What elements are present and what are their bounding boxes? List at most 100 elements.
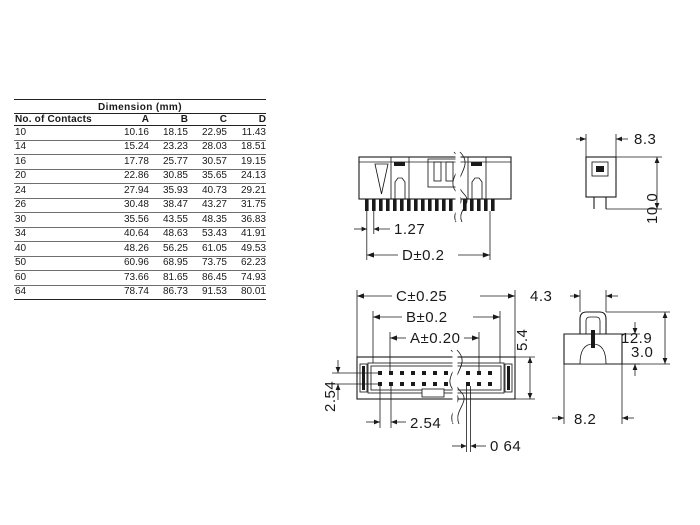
cell-a: 22.86 — [110, 169, 149, 184]
top-outer-body — [356, 356, 516, 400]
cell-d: 29.21 — [227, 183, 266, 199]
dimension-pitch-1-27: 1.27 — [354, 211, 425, 238]
cell-d: 74.93 — [227, 270, 266, 286]
cell-c: 53.43 — [188, 227, 227, 242]
dimension-table-container: Dimension (mm) No. of Contacts A B C D 1… — [14, 99, 266, 300]
dimension-row-pitch: 2.54 — [322, 360, 380, 412]
cell-b: 86.73 — [149, 285, 188, 300]
cell-a: 35.56 — [110, 212, 149, 228]
dimension-post-width: 4.3 — [530, 288, 618, 312]
cell-d: 24.13 — [227, 169, 266, 184]
dimension-label-depth: 5.4 — [514, 329, 531, 351]
cell-a: 73.66 — [110, 270, 149, 286]
side-top-window — [591, 161, 609, 177]
table-row: 10 10.16 18.15 22.95 11.43 — [14, 125, 266, 141]
side-view-bottom: 4.3 12.9 3.0 8. — [530, 288, 670, 428]
cell-d: 49.53 — [227, 241, 266, 257]
cell-contacts: 50 — [14, 256, 110, 271]
cell-a: 27.94 — [110, 183, 149, 199]
top-latch-left — [359, 363, 368, 393]
cell-b: 25.77 — [149, 154, 188, 170]
cell-contacts: 20 — [14, 169, 110, 184]
dimension-col-pitch: 2.54 — [366, 386, 441, 432]
cell-b: 68.95 — [149, 256, 188, 271]
cell-c: 22.95 — [188, 125, 227, 141]
cell-b: 43.55 — [149, 212, 188, 228]
cell-d: 31.75 — [227, 198, 266, 213]
table-title-row: Dimension (mm) — [14, 102, 266, 114]
cell-c: 28.03 — [188, 140, 227, 155]
cell-c: 86.45 — [188, 270, 227, 286]
cell-a: 48.26 — [110, 241, 149, 257]
top-latch-right — [504, 363, 513, 393]
table-row: 40 48.26 56.25 61.05 49.53 — [14, 241, 266, 257]
cell-c: 73.75 — [188, 256, 227, 271]
center-block-slot-left — [433, 161, 442, 182]
latch-right-slot — [471, 162, 482, 166]
dimension-side-width: 8.3 — [576, 131, 656, 157]
cell-contacts: 10 — [14, 125, 110, 141]
dimension-label-front-width: D±0.2 — [402, 247, 444, 264]
table-row: 60 73.66 81.65 86.45 74.93 — [14, 270, 266, 286]
cell-b: 81.65 — [149, 270, 188, 286]
dimension-pin-size: 0 64 — [452, 386, 521, 455]
dimension-label-post-width: 4.3 — [530, 288, 552, 305]
cell-contacts: 16 — [14, 154, 110, 170]
table-row: 50 60.96 68.95 73.75 62.23 — [14, 256, 266, 271]
top-break-line — [449, 349, 465, 425]
front-view: 1.27 D±0.2 — [354, 151, 512, 264]
side-top-window-fill — [596, 166, 604, 172]
cell-b: 30.85 — [149, 169, 188, 184]
latch-right-tab — [471, 177, 483, 199]
cell-d: 41.91 — [227, 227, 266, 242]
cell-contacts: 34 — [14, 227, 110, 242]
cell-contacts: 60 — [14, 270, 110, 286]
center-block-frame — [427, 158, 461, 188]
dimension-c: C±0.25 — [356, 288, 516, 357]
dimension-label-base-width: 8.2 — [574, 411, 596, 428]
dimension-label-base-height: 3.0 — [631, 344, 653, 361]
cell-c: 91.53 — [188, 285, 227, 300]
table-row: 24 27.94 35.93 40.73 29.21 — [14, 183, 266, 199]
latch-left-slot — [394, 162, 405, 166]
table-title: Dimension (mm) — [14, 102, 266, 114]
column-header-a: A — [110, 113, 149, 126]
top-inner-cavity — [370, 365, 502, 391]
cell-d: 11.43 — [227, 125, 266, 141]
dimension-label-a: A±0.20 — [410, 330, 460, 347]
cell-c: 40.73 — [188, 183, 227, 199]
front-latch-left — [390, 156, 410, 200]
cell-d: 18.51 — [227, 140, 266, 155]
front-latch-right — [467, 156, 487, 200]
cell-d: 19.15 — [227, 154, 266, 170]
cell-b: 56.25 — [149, 241, 188, 257]
column-header-d: D — [227, 113, 266, 126]
cell-contacts: 64 — [14, 285, 110, 300]
dimension-depth-5-4: 5.4 — [514, 329, 535, 400]
technical-drawing: 1.27 D±0.2 8.3 — [318, 112, 694, 480]
dimension-b: B±0.2 — [372, 309, 501, 363]
cell-b: 23.23 — [149, 140, 188, 155]
cell-a: 30.48 — [110, 198, 149, 213]
cell-b: 35.93 — [149, 183, 188, 199]
top-latch-right-fill — [507, 366, 510, 390]
cell-c: 30.57 — [188, 154, 227, 170]
dimension-label-pin-size: 0 64 — [490, 438, 521, 455]
dimension-table: Dimension (mm) No. of Contacts A B C D 1… — [14, 99, 266, 300]
cell-b: 18.15 — [149, 125, 188, 141]
cell-b: 48.63 — [149, 227, 188, 242]
polarizing-key-icon — [374, 163, 389, 195]
table-row: 30 35.56 43.55 48.35 36.83 — [14, 212, 266, 228]
cell-a: 17.78 — [110, 154, 149, 170]
side-top-body — [585, 156, 617, 198]
dimension-label-col-pitch: 2.54 — [410, 415, 441, 432]
front-center-block — [427, 158, 461, 188]
cell-contacts: 26 — [14, 198, 110, 213]
cell-c: 35.65 — [188, 169, 227, 184]
column-header-contacts: No. of Contacts — [14, 113, 110, 126]
table-row: 26 30.48 38.47 43.27 31.75 — [14, 198, 266, 213]
cell-c: 43.27 — [188, 198, 227, 213]
cell-b: 38.47 — [149, 198, 188, 213]
top-view: C±0.25 B±0.2 A±0.20 — [322, 288, 535, 455]
table-top-rule — [14, 99, 266, 102]
